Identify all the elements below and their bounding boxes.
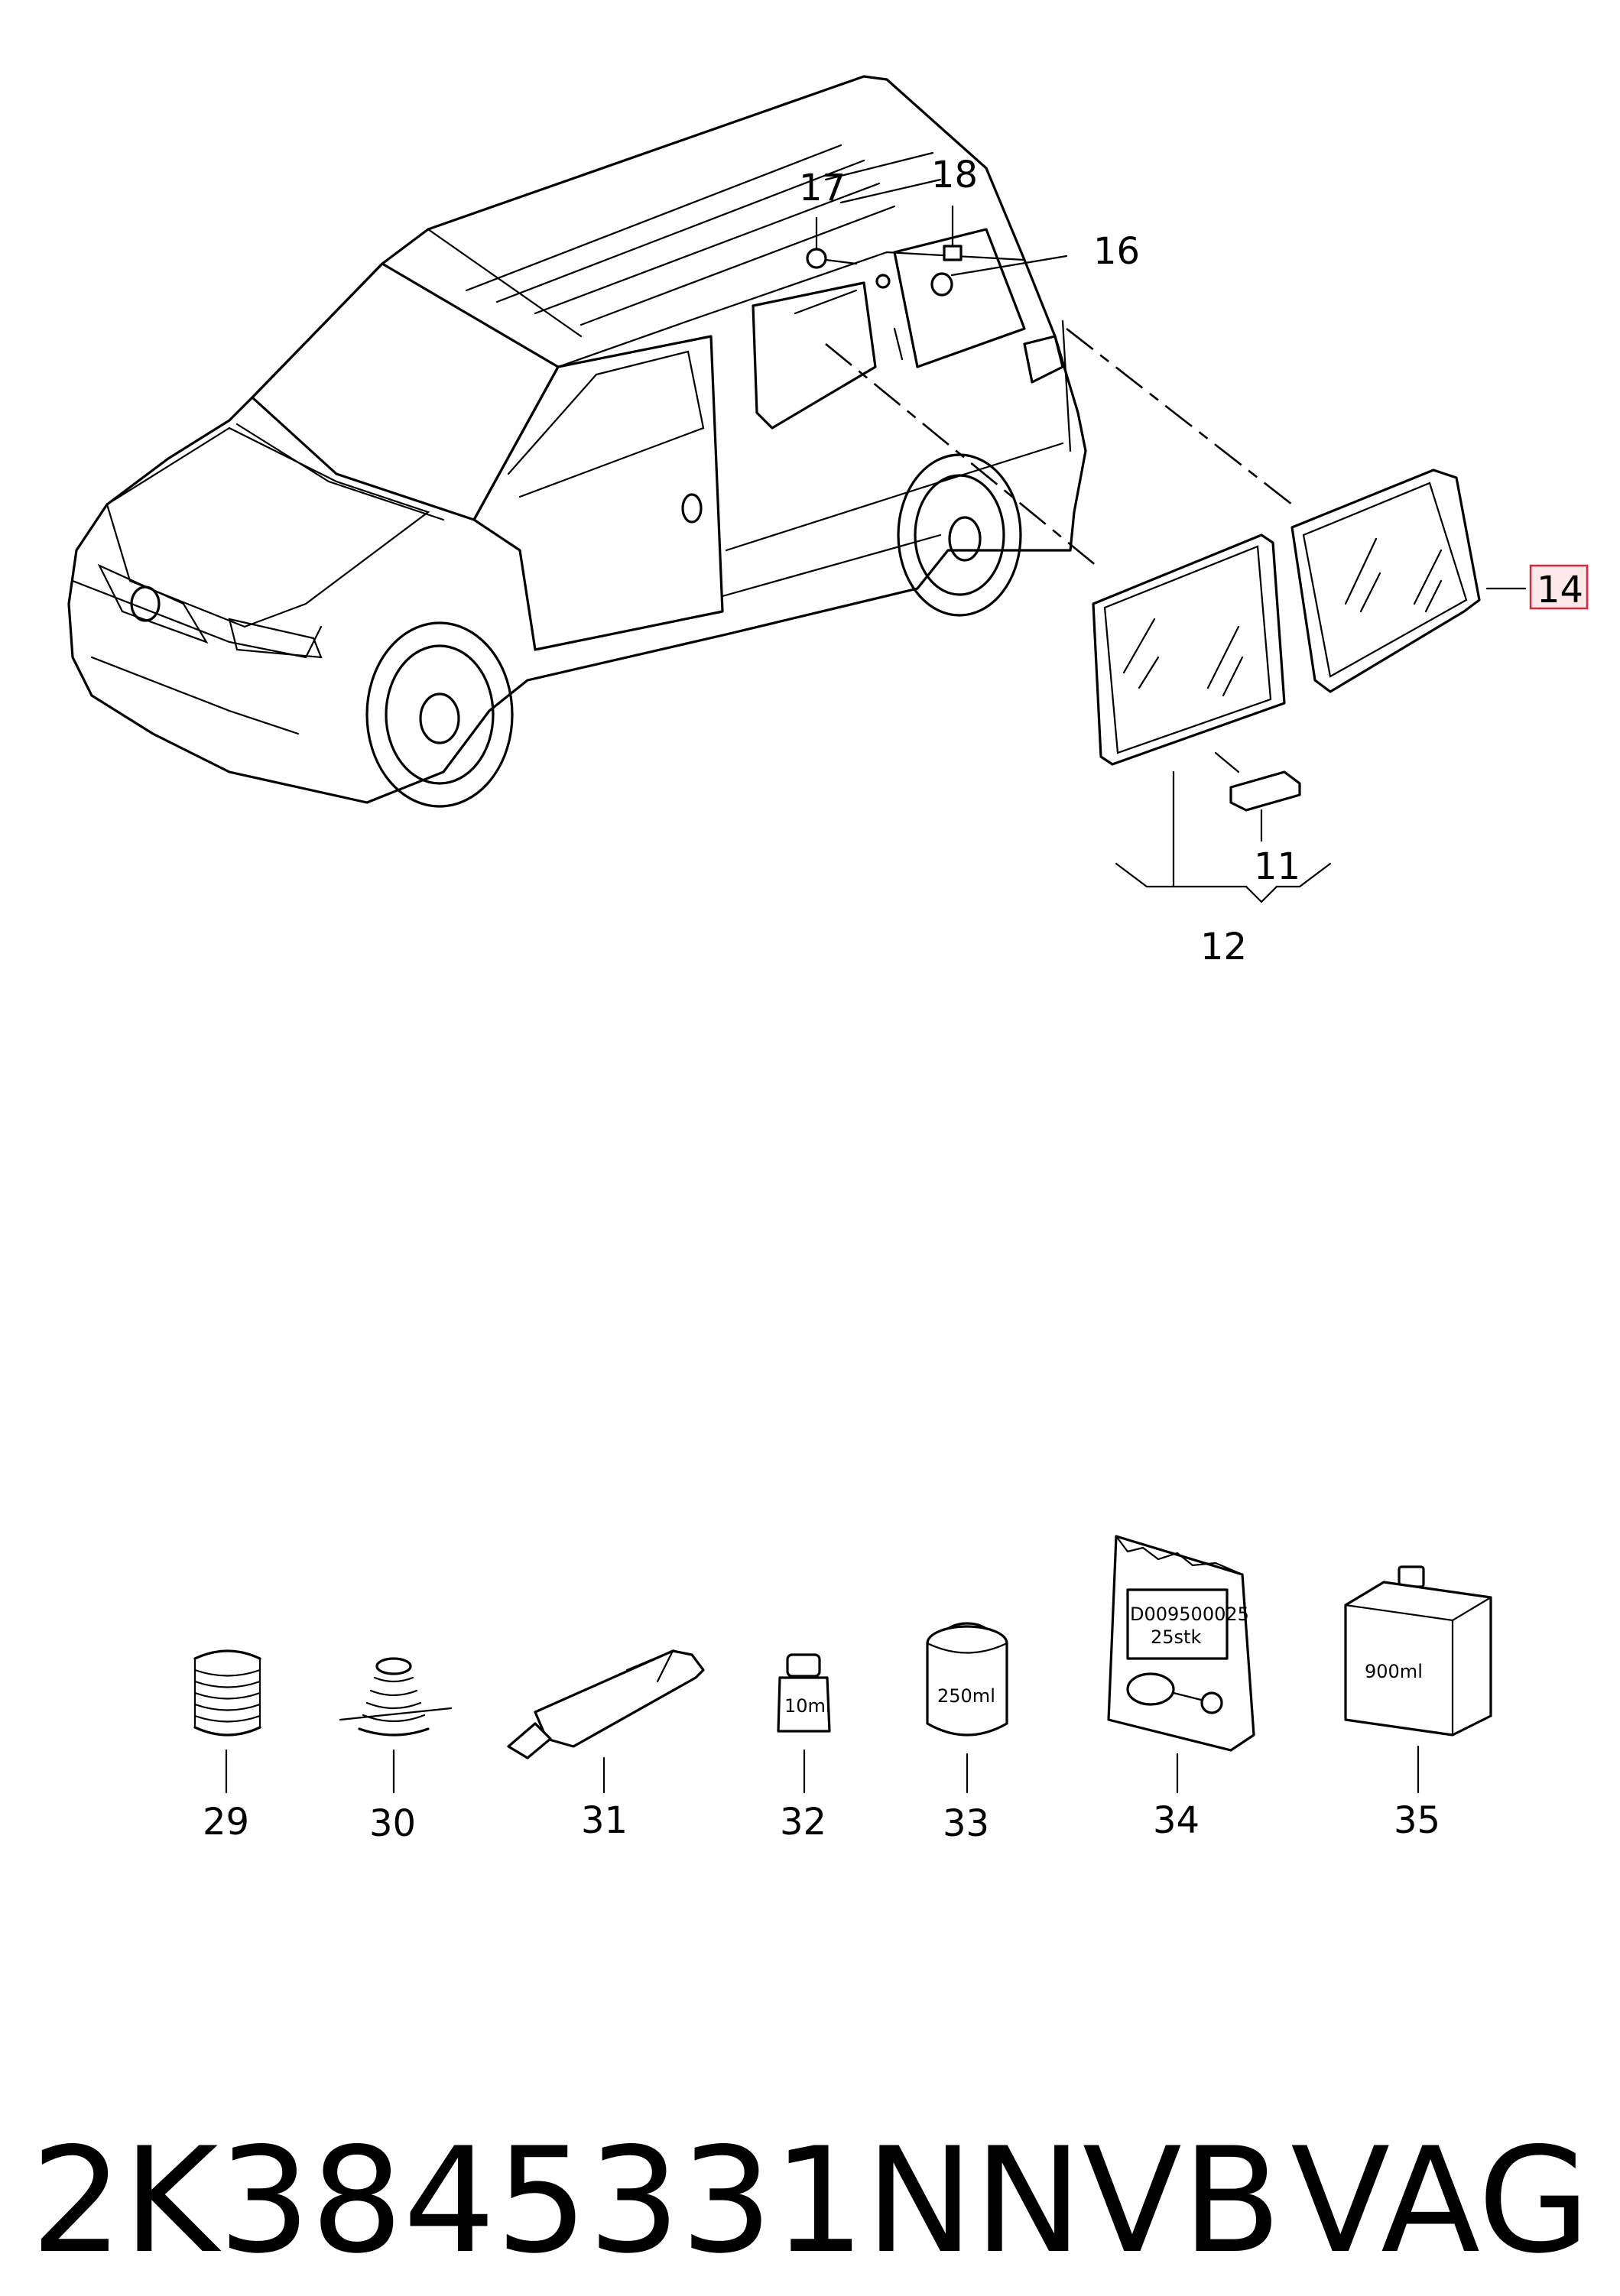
callout-34: 34 bbox=[1153, 1799, 1200, 1842]
callout-16: 16 bbox=[1093, 230, 1140, 273]
window-pane-12 bbox=[1092, 533, 1286, 766]
conical-spring-item-30 bbox=[339, 1657, 453, 1794]
callout-32: 32 bbox=[780, 1801, 826, 1844]
van-illustration bbox=[67, 75, 1087, 808]
bottle-32-label: 10ml bbox=[784, 1695, 831, 1717]
callout-12: 12 bbox=[1200, 926, 1247, 968]
callout-17: 17 bbox=[799, 167, 846, 209]
spring-item-29 bbox=[193, 1649, 261, 1794]
callout-33: 33 bbox=[943, 1802, 989, 1845]
callout-29: 29 bbox=[203, 1801, 249, 1844]
bag-item-34: D009500025 25stk bbox=[1107, 1535, 1255, 1794]
bag-34-label-line1: D009500025 bbox=[1130, 1604, 1249, 1625]
canister-item-35: 900ml bbox=[1344, 1565, 1492, 1794]
canister-35-label: 900ml bbox=[1365, 1661, 1423, 1682]
window-pane-14 bbox=[1290, 469, 1481, 693]
brand-name: VAG bbox=[1290, 2116, 1590, 2285]
callout-14: 14 bbox=[1537, 569, 1583, 611]
callout-18: 18 bbox=[931, 154, 978, 196]
clip-11 bbox=[1214, 751, 1301, 812]
assembly-lines bbox=[825, 327, 1293, 571]
can-item-33: 250ml bbox=[926, 1622, 1008, 1794]
callout-31: 31 bbox=[581, 1799, 628, 1842]
callout-14-highlight bbox=[1529, 564, 1589, 610]
leader-lines bbox=[815, 205, 1527, 903]
footer-part-number: 2K3845331NNVB VAG bbox=[31, 2125, 1590, 2278]
part-number: 2K3845331NNVB bbox=[31, 2116, 1282, 2285]
callout-35: 35 bbox=[1394, 1799, 1440, 1842]
callout-30: 30 bbox=[369, 1802, 416, 1845]
callout-11: 11 bbox=[1254, 845, 1300, 888]
can-33-label: 250ml bbox=[937, 1685, 995, 1707]
tube-item-31 bbox=[507, 1649, 705, 1794]
bag-34-label-line2: 25stk bbox=[1151, 1626, 1201, 1648]
bottle-item-32: 10ml bbox=[777, 1653, 831, 1794]
